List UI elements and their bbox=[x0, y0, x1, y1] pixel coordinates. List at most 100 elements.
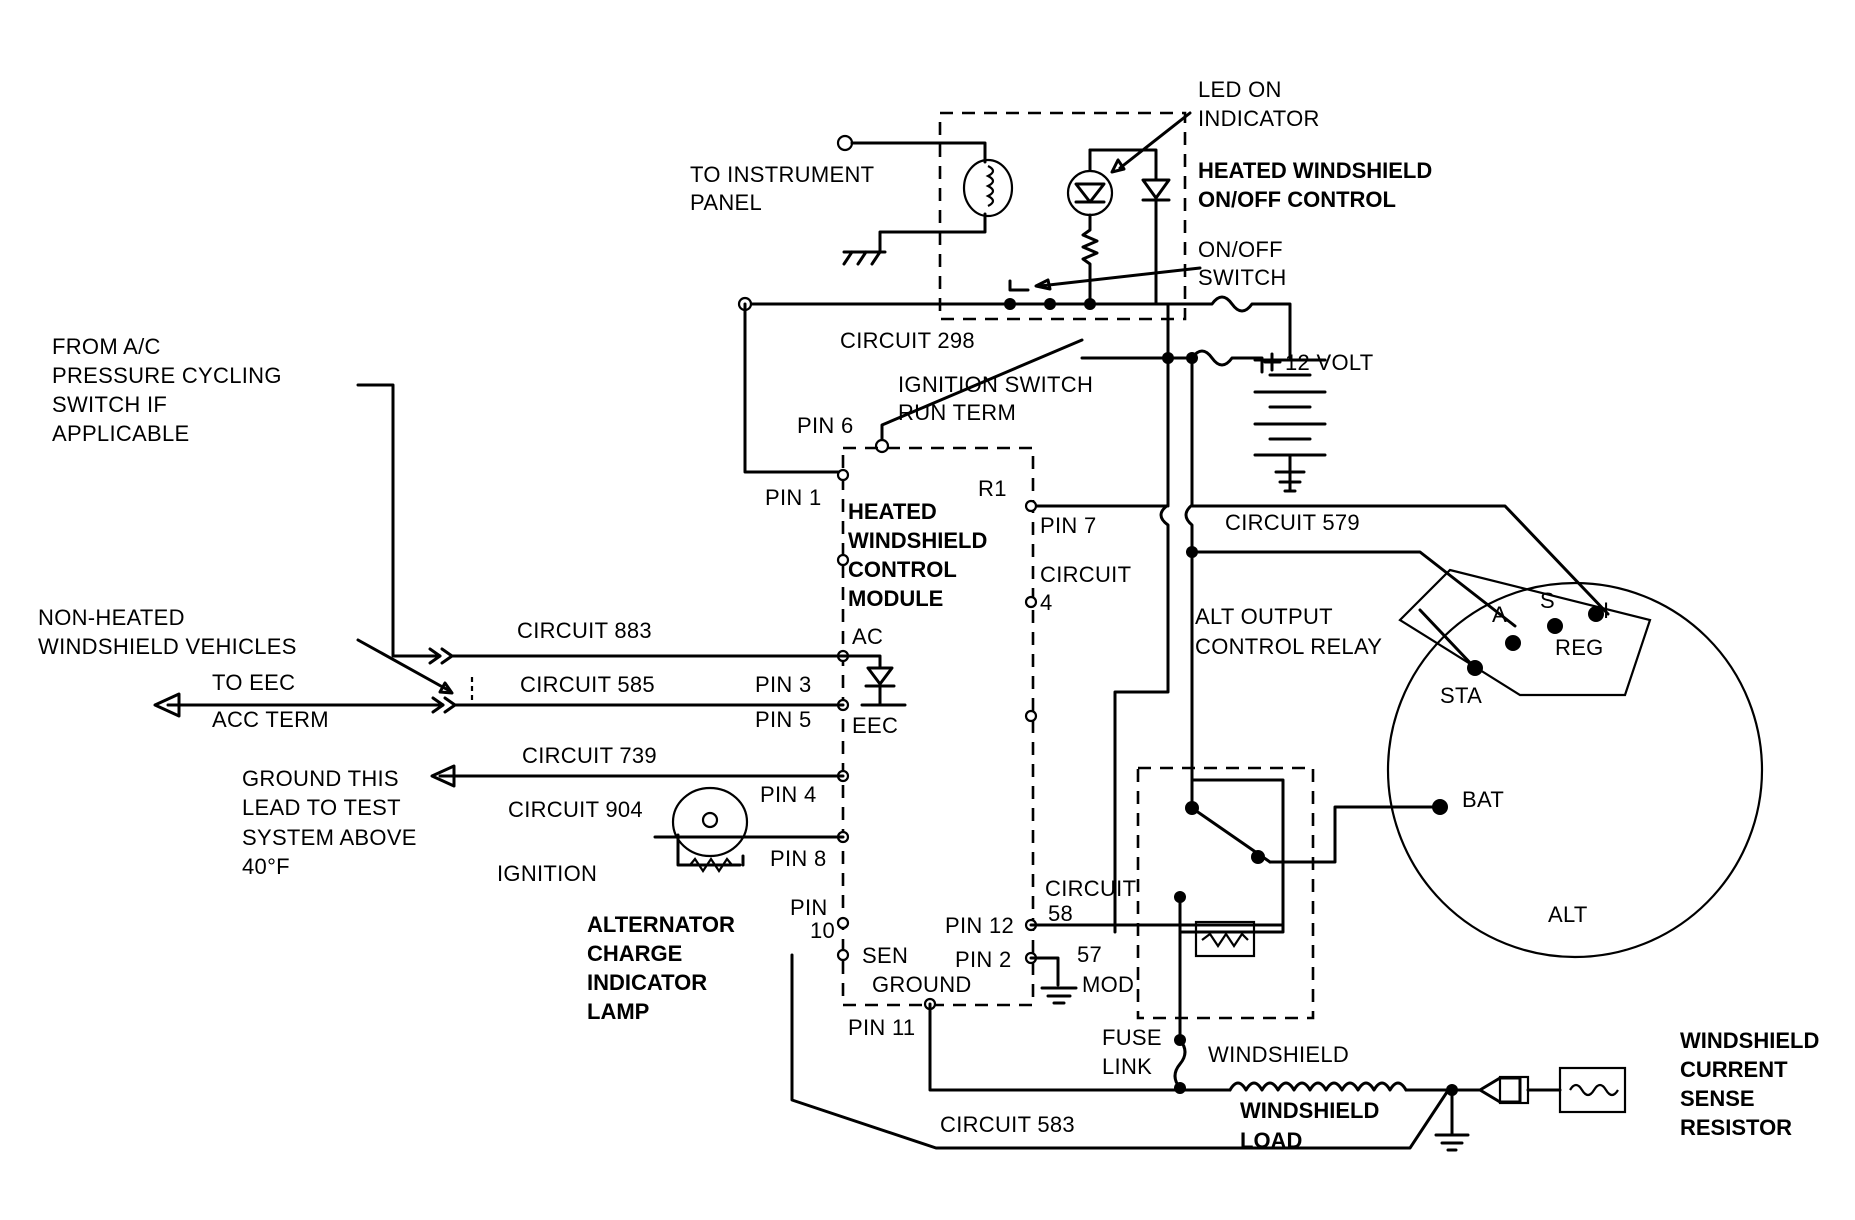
onoff-switch-label-1: ON/OFF bbox=[1198, 237, 1283, 262]
mod-57-label-2: MOD bbox=[1082, 972, 1134, 997]
to-eec-label: TO EEC bbox=[212, 670, 295, 695]
ac-pressure-label-4: APPLICABLE bbox=[52, 421, 190, 446]
fuse-link bbox=[1173, 1008, 1187, 1094]
pin-10-label-2: 10 bbox=[810, 918, 835, 943]
pin-8-label: PIN 8 bbox=[770, 846, 827, 871]
alt-output-relay bbox=[1136, 766, 1448, 1020]
svg-text:TO INSTRUMENT: TO INSTRUMENT bbox=[690, 162, 874, 187]
ac-pressure-label-2: PRESSURE CYCLING bbox=[52, 363, 282, 388]
circuit-4-label-2: 4 bbox=[1040, 590, 1053, 615]
sense-resistor-label-1: WINDSHIELD bbox=[1680, 1028, 1819, 1053]
svg-text:ALTERNATOR: ALTERNATOR bbox=[587, 912, 735, 937]
circuit-579-label: CIRCUIT 579 bbox=[1225, 510, 1360, 535]
non-heated-label-2: WINDSHIELD VEHICLES bbox=[38, 634, 297, 659]
alt-terminal-a-label: A bbox=[1492, 602, 1507, 627]
svg-text:FROM A/C: FROM A/C bbox=[52, 334, 161, 359]
ground-lead-label-2: LEAD TO TEST bbox=[242, 795, 401, 820]
svg-text:SWITCH: SWITCH bbox=[1198, 265, 1287, 290]
svg-text:ON/OFF: ON/OFF bbox=[1198, 237, 1283, 262]
circuit-298-label: CIRCUIT 298 bbox=[840, 328, 975, 353]
svg-text:4: 4 bbox=[1040, 590, 1053, 615]
circuit-58-label-2: 58 bbox=[1048, 901, 1073, 926]
svg-text:HEATED: HEATED bbox=[848, 499, 937, 524]
ac-pressure-label-3: SWITCH IF bbox=[52, 392, 167, 417]
circuit-585-label: CIRCUIT 585 bbox=[520, 672, 655, 697]
battery-12v bbox=[1253, 348, 1327, 493]
svg-text:INDICATOR: INDICATOR bbox=[587, 970, 707, 995]
onoff-control-dashed-box bbox=[938, 111, 1187, 321]
led-indicator-icon bbox=[1066, 169, 1114, 217]
charge-lamp-label-1: ALTERNATOR bbox=[587, 912, 735, 937]
windshield-load-coil bbox=[1228, 1081, 1458, 1096]
svg-text:LOAD: LOAD bbox=[1240, 1128, 1302, 1153]
alt-sta-label: STA bbox=[1440, 683, 1482, 708]
svg-text:58: 58 bbox=[1048, 901, 1073, 926]
charge-lamp-label-3: INDICATOR bbox=[587, 970, 707, 995]
svg-text:PRESSURE CYCLING: PRESSURE CYCLING bbox=[52, 363, 282, 388]
sen-ground-label-1: SEN bbox=[862, 943, 908, 968]
ignition-switch-label-2: RUN TERM bbox=[898, 400, 1016, 425]
pin-12-label: PIN 12 bbox=[945, 913, 1014, 938]
ground-lead-label-1: GROUND THIS bbox=[242, 766, 399, 791]
mod-57-label-1: 57 bbox=[1077, 942, 1102, 967]
svg-text:HEATED WINDSHIELD: HEATED WINDSHIELD bbox=[1198, 158, 1432, 183]
sense-resistor bbox=[1434, 1066, 1627, 1152]
svg-text:RUN TERM: RUN TERM bbox=[898, 400, 1016, 425]
svg-text:IGNITION SWITCH: IGNITION SWITCH bbox=[898, 372, 1093, 397]
circuit-904-label: CIRCUIT 904 bbox=[508, 797, 643, 822]
diode-icon bbox=[1141, 178, 1171, 202]
charge-lamp-label-4: LAMP bbox=[587, 999, 649, 1024]
pin-1-label: PIN 1 bbox=[765, 485, 822, 510]
svg-text:MOD: MOD bbox=[1082, 972, 1134, 997]
svg-text:APPLICABLE: APPLICABLE bbox=[52, 421, 190, 446]
circuit-4-label-1: CIRCUIT bbox=[1040, 562, 1131, 587]
pin-6-label: PIN 6 bbox=[797, 413, 854, 438]
alt-reg-label: REG bbox=[1555, 635, 1604, 660]
svg-text:LAMP: LAMP bbox=[587, 999, 649, 1024]
alt-terminal-s-label: S bbox=[1540, 588, 1555, 613]
svg-text:ALT OUTPUT: ALT OUTPUT bbox=[1195, 604, 1333, 629]
svg-text:SYSTEM ABOVE: SYSTEM ABOVE bbox=[242, 825, 417, 850]
control-module bbox=[743, 302, 1038, 1011]
acc-term-label: ACC TERM bbox=[212, 707, 329, 732]
module-label-4: MODULE bbox=[848, 586, 943, 611]
svg-text:CONTROL: CONTROL bbox=[848, 557, 957, 582]
alternator-circle bbox=[1386, 581, 1764, 959]
relay-dashed-box bbox=[1136, 766, 1315, 1020]
fuse-link-label-2: LINK bbox=[1102, 1054, 1152, 1079]
instrument-panel-terminal bbox=[836, 134, 854, 152]
pin-11-label: PIN 11 bbox=[848, 1015, 915, 1040]
svg-text:INDICATOR: INDICATOR bbox=[1198, 106, 1320, 131]
svg-text:WINDSHIELD: WINDSHIELD bbox=[1240, 1098, 1379, 1123]
circuit-904-lamp bbox=[653, 786, 845, 873]
windshield-load-label-1: WINDSHIELD bbox=[1240, 1098, 1379, 1123]
svg-text:PIN: PIN bbox=[790, 895, 828, 920]
non-heated-label-1: NON-HEATED bbox=[38, 605, 185, 630]
ignition-label: IGNITION bbox=[497, 861, 597, 886]
fuse-link-label-1: FUSE bbox=[1102, 1025, 1162, 1050]
twelve-volt-label: 12 VOLT bbox=[1285, 350, 1374, 375]
svg-text:CIRCUIT: CIRCUIT bbox=[1045, 876, 1136, 901]
svg-text:PANEL: PANEL bbox=[690, 190, 762, 215]
instrument-panel-label-2: PANEL bbox=[690, 190, 762, 215]
alt-terminal-i-label: I bbox=[1603, 598, 1609, 623]
svg-text:SEN: SEN bbox=[862, 943, 908, 968]
pin-3-label: PIN 3 bbox=[755, 672, 812, 697]
svg-text:ON/OFF CONTROL: ON/OFF CONTROL bbox=[1198, 187, 1396, 212]
pin-4-label: PIN 4 bbox=[760, 782, 817, 807]
module-label-1: HEATED bbox=[848, 499, 937, 524]
svg-text:CONTROL RELAY: CONTROL RELAY bbox=[1195, 634, 1382, 659]
svg-text:WINDSHIELD: WINDSHIELD bbox=[1680, 1028, 1819, 1053]
alt-relay-label-1: ALT OUTPUT bbox=[1195, 604, 1333, 629]
svg-text:10: 10 bbox=[810, 918, 835, 943]
onoff-control-title-1: HEATED WINDSHIELD bbox=[1198, 158, 1432, 183]
ac-pressure-label-1: FROM A/C bbox=[52, 334, 161, 359]
led-indicator-label-1: LED ON bbox=[1198, 77, 1282, 102]
instrument-panel-lamp-icon bbox=[962, 158, 1014, 218]
ground-lead-label-3: SYSTEM ABOVE bbox=[242, 825, 417, 850]
onoff-control-title-2: ON/OFF CONTROL bbox=[1198, 187, 1396, 212]
circuit-58-label-1: CIRCUIT bbox=[1045, 876, 1136, 901]
sense-resistor-label-3: SENSE bbox=[1680, 1086, 1755, 1111]
mod-ground-icon bbox=[1040, 986, 1078, 1005]
